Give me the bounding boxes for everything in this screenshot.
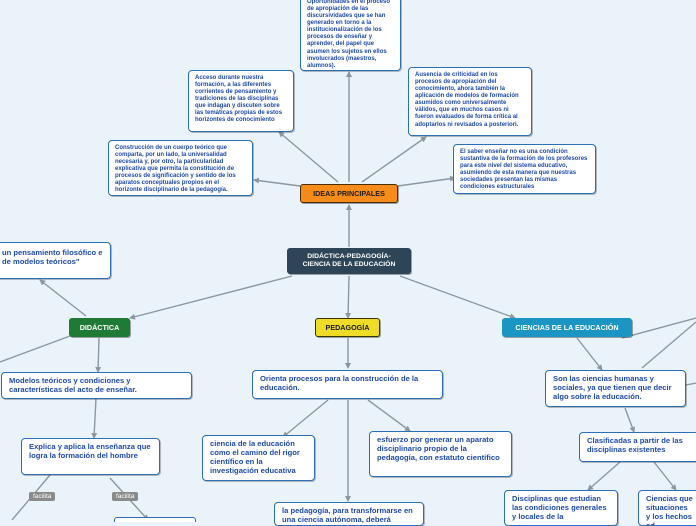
node-construccion-text: Construcción de un cuerpo teórico que co…	[115, 145, 236, 194]
node-clasificadas-text: Clasificadas a partir de las disciplinas…	[587, 436, 683, 454]
link-clasificadas-disciplinas	[587, 461, 621, 491]
node-pensamiento-filosofico[interactable]: un pensamiento filosófico e de modelos t…	[0, 242, 111, 279]
node-esfuerzo[interactable]: esfuerzo por generar un aparato discipli…	[369, 431, 512, 477]
link-offscreen-son	[641, 321, 696, 369]
node-construccion[interactable]: Construcción de un cuerpo teórico que co…	[108, 140, 253, 196]
link-didactica-modelos	[95, 337, 102, 373]
node-clasificadas[interactable]: Clasificadas a partir de las disciplinas…	[579, 432, 696, 462]
node-explica-text: Explica y aplica la enseñanza que logra …	[29, 442, 151, 460]
facilita-tag-left: facilita	[29, 492, 56, 501]
link-clasificadas-ciencias-que	[653, 461, 677, 491]
ciencias-educacion-label: CIENCIAS DE LA EDUCACIÓN	[515, 323, 619, 332]
node-oportunidades[interactable]: Oportunidades en el proceso de apropiaci…	[300, 0, 401, 71]
node-saber[interactable]: El saber enseñar no es una condición sus…	[453, 144, 596, 194]
node-pensamiento-text: un pensamiento filosófico e de modelos t…	[2, 248, 103, 266]
pedagogia-node[interactable]: PEDAGOGÍA	[315, 318, 380, 337]
link-didactica-pensamiento	[39, 279, 87, 317]
link-ciencias-son	[576, 337, 603, 371]
node-acceso[interactable]: Acceso durante nuestra formación, a las …	[188, 70, 294, 132]
node-ciencias-humanas[interactable]: Son las ciencias humanas y sociales, ya …	[545, 370, 686, 407]
node-modelos-teoricos[interactable]: Modelos teóricos y condiciones y caracte…	[1, 372, 192, 399]
link-ideas-acceso	[278, 131, 339, 183]
ideas-principales-node[interactable]: IDEAS PRINCIPALES	[300, 184, 398, 203]
link-orienta-esfuerzo	[367, 399, 411, 432]
link-center-pedagogia	[345, 275, 352, 319]
didactica-node[interactable]: DIDÁCTICA	[69, 318, 130, 337]
central-node-line2: CIENCIA DE LA EDUCACIÓN	[302, 261, 396, 268]
node-acceso-text: Acceso durante nuestra formación, a las …	[195, 75, 283, 124]
link-ideas-ausencia	[361, 136, 427, 183]
didactica-label: DIDÁCTICA	[79, 323, 120, 332]
node-ausencia[interactable]: Ausencia de criticidad en los procesos d…	[408, 67, 532, 136]
node-ciencia-educacion[interactable]: ciencia de la educación como el camino d…	[202, 435, 315, 481]
node-son-text: Son las ciencias humanas y sociales, ya …	[553, 374, 672, 401]
node-saber-text: El saber enseñar no es una condición sus…	[460, 149, 588, 191]
node-esfuerzo-text: esfuerzo por generar un aparato discipli…	[377, 435, 500, 462]
node-ciencias-que[interactable]: Ciencias que situaciones y los hechos ed	[638, 490, 696, 526]
node-orienta-procesos[interactable]: Orienta procesos para la construcción de…	[252, 370, 443, 399]
central-node-line1: DIDÁCTICA-PEDAGOGÍA-	[307, 252, 391, 260]
node-modelos-text: Modelos teóricos y condiciones y caracte…	[9, 376, 137, 394]
node-ciencias-que-text: Ciencias que situaciones y los hechos ed	[646, 494, 693, 526]
node-transformarse-text: la pedagogía, para transformarse en una …	[282, 506, 413, 524]
node-transformarse[interactable]: la pedagogía, para transformarse en una …	[274, 502, 424, 526]
ideas-principales-label: IDEAS PRINCIPALES	[313, 189, 385, 198]
node-disciplinas[interactable]: Disciplinas que estudian las condiciones…	[504, 490, 618, 526]
link-modelos-explica	[91, 397, 98, 439]
link-son-clasificadas	[624, 407, 636, 433]
node-oportunidades-text: Oportunidades en el proceso de apropiaci…	[307, 0, 391, 69]
pedagogia-label: PEDAGOGÍA	[325, 323, 370, 332]
ciencias-educacion-node[interactable]: CIENCIAS DE LA EDUCACIÓN	[502, 318, 632, 337]
central-node[interactable]: DIDÁCTICA-PEDAGOGÍA- CIENCIA DE LA EDUCA…	[287, 248, 411, 274]
link-center-didactica	[129, 275, 293, 320]
node-orienta-text: Orienta procesos para la construcción de…	[260, 374, 419, 392]
link-ciencias-right	[621, 317, 696, 339]
node-disciplinas-text: Disciplinas que estudian las condiciones…	[512, 494, 607, 521]
link-son-right	[685, 382, 696, 386]
node-explica-aplica[interactable]: Explica y aplica la enseñanza que logra …	[21, 438, 160, 475]
link-center-ciencias	[399, 275, 516, 320]
link-didactica-left	[0, 335, 71, 363]
link-ideas-saber	[397, 175, 456, 187]
node-ausencia-text: Ausencia de criticidad en los procesos d…	[415, 72, 519, 128]
link-orienta-ciencia	[282, 399, 329, 438]
link-ideas-construccion	[253, 177, 301, 187]
node-ciencia-text: ciencia de la educación como el camino d…	[210, 439, 300, 475]
facilita-tag-right: facilita	[112, 492, 139, 501]
